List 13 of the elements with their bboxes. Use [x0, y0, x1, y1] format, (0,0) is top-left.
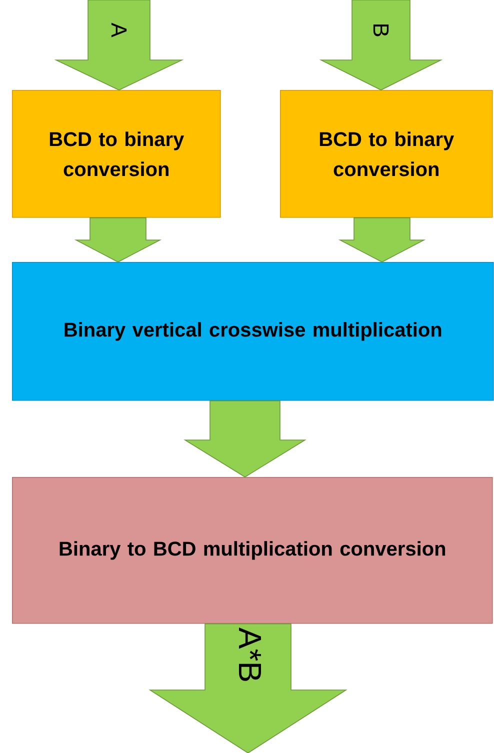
process-box: BCD to binary conversion [280, 90, 493, 218]
block-arrow [184, 400, 306, 478]
process-box: Binary to BCD multiplication conversion [12, 477, 493, 624]
edge-label: A [111, 22, 127, 38]
process-box: BCD to binary conversion [12, 90, 221, 218]
process-box: Binary vertical crosswise multiplication [12, 262, 494, 401]
edge-label: A*B [239, 628, 261, 681]
edge-label: B [373, 24, 389, 36]
block-arrow [319, 0, 443, 90]
block-arrow [54, 0, 184, 90]
block-arrow [148, 623, 348, 753]
block-arrow [74, 217, 162, 262]
block-arrow [338, 217, 426, 262]
